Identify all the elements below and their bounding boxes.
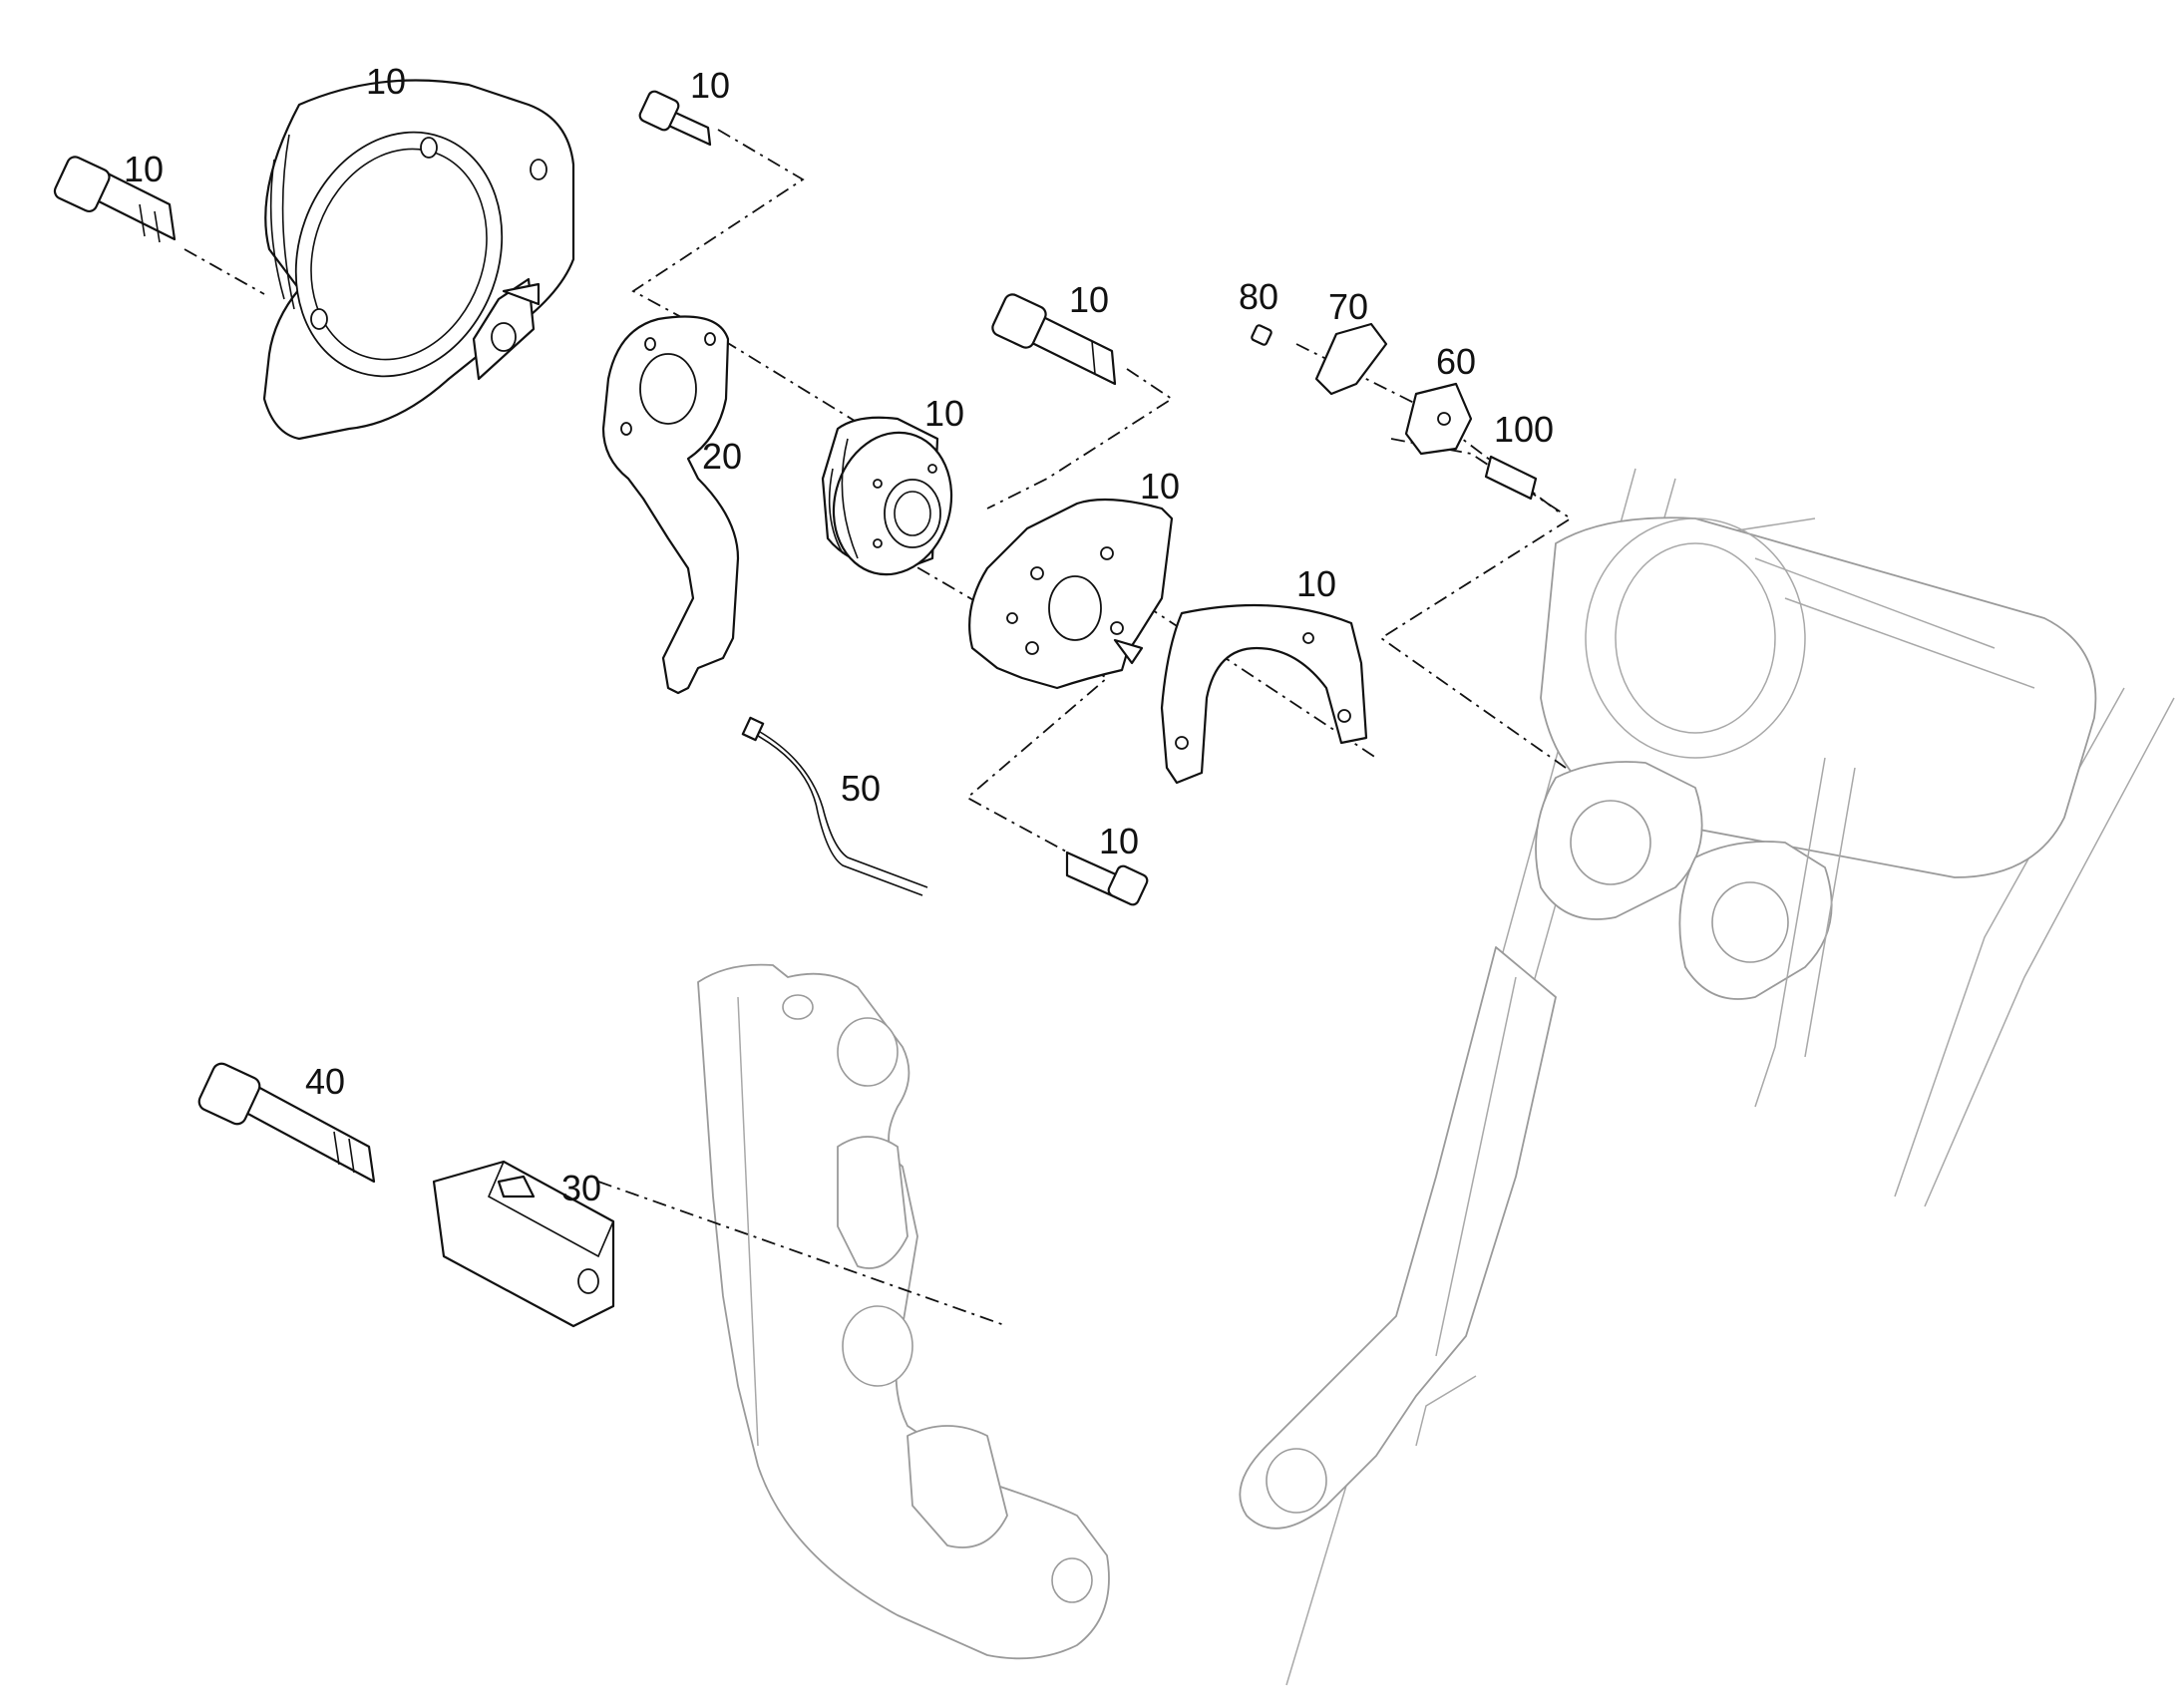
clutch-unit [821, 416, 953, 576]
callout-half-ring: 10 [1296, 563, 1336, 604]
callout-clip-70: 70 [1328, 286, 1368, 327]
bolt-top [638, 90, 712, 147]
callout-cable: 50 [841, 768, 881, 809]
callout-bolt-40: 40 [305, 1061, 345, 1102]
screw-80 [1251, 324, 1272, 346]
wedge-30 [432, 1160, 615, 1328]
cable [741, 716, 928, 896]
clip-70 [1314, 322, 1388, 396]
callout-pin-100: 100 [1494, 409, 1554, 450]
callout-labels: 10 10 10 20 10 10 80 70 60 100 10 10 50 … [124, 61, 1554, 1208]
callout-bracket: 20 [702, 436, 742, 477]
callout-bolt-mid: 10 [1069, 279, 1109, 320]
bolt-40 [197, 1062, 376, 1184]
callout-bolt-upper-left: 10 [124, 149, 164, 189]
half-ring [1160, 603, 1368, 785]
callout-screw-80: 80 [1239, 276, 1278, 317]
plate-disc [968, 498, 1174, 690]
callout-block-60: 60 [1436, 341, 1476, 382]
bolt-bottom [1065, 851, 1149, 906]
bracket [601, 315, 740, 695]
callout-bolt-top: 10 [690, 65, 730, 106]
callout-plate-disc: 10 [1140, 466, 1180, 507]
callout-bolt-bottom: 10 [1099, 821, 1139, 861]
bolt-mid [991, 293, 1117, 386]
ring-flange [262, 79, 575, 441]
callout-clutch-unit: 10 [924, 393, 964, 434]
block-60 [1404, 382, 1473, 456]
callout-wedge-30: 30 [561, 1168, 601, 1208]
callout-ring-flange: 10 [366, 61, 406, 102]
pin-100 [1484, 455, 1538, 501]
bolt-upper-left [53, 156, 177, 243]
loader-arm-assembly [697, 468, 2175, 1686]
